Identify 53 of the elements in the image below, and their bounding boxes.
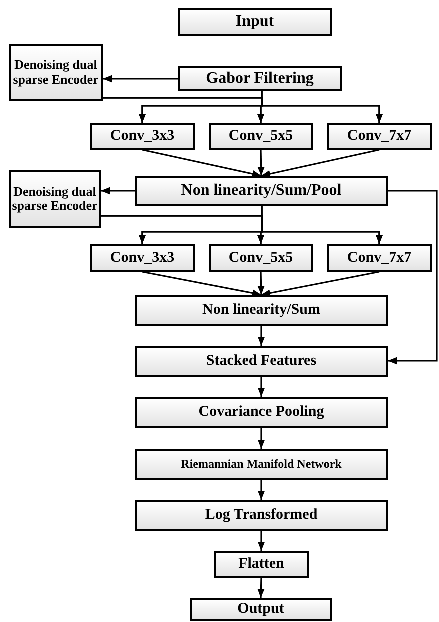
process-box — [209, 244, 313, 272]
box-label: Output — [238, 601, 284, 618]
box-label: Non linearity/Sum/Pool — [181, 182, 342, 200]
process-box — [214, 551, 309, 578]
arrow — [258, 150, 265, 176]
box-label: Denoising dual sparse Encoder — [12, 58, 100, 87]
arrow — [258, 480, 266, 500]
arrow — [142, 149, 262, 178]
process-box — [135, 176, 388, 206]
box-label: Conv_5x5 — [228, 250, 294, 266]
arrow — [258, 272, 265, 296]
box-label: Conv_5x5 — [228, 128, 294, 145]
arrow — [258, 326, 266, 346]
arrow — [101, 215, 384, 244]
box-label: Conv_3x3 — [110, 128, 175, 145]
arrow — [258, 428, 266, 449]
process-box — [135, 449, 388, 480]
box-label: Conv_7x7 — [347, 128, 412, 145]
process-box — [327, 123, 432, 150]
arrow — [388, 190, 438, 365]
process-box — [90, 244, 195, 272]
box-label: Conv_3x3 — [110, 250, 175, 266]
process-box — [135, 500, 388, 531]
arrow — [258, 578, 265, 598]
process-box — [327, 244, 432, 272]
process-box — [190, 598, 332, 621]
arrow — [258, 531, 266, 551]
box-label: Log Transformed — [205, 507, 318, 524]
arrow — [103, 75, 178, 83]
box-label: Riemannian Manifold Network — [181, 458, 342, 472]
process-box — [209, 123, 313, 150]
process-box — [178, 8, 332, 36]
process-box — [90, 123, 195, 150]
box-label: Input — [236, 13, 274, 31]
box-label: Conv_7x7 — [347, 250, 412, 266]
process-box — [9, 44, 103, 101]
box-label: Flatten — [238, 556, 284, 573]
process-box — [178, 66, 342, 91]
box-label: Stacked Features — [206, 353, 317, 370]
process-box — [135, 346, 388, 377]
arrow — [258, 377, 266, 397]
arrow — [261, 271, 380, 297]
process-box — [135, 397, 388, 428]
box-label: Denoising dual sparse Encoder — [11, 184, 99, 214]
process-box — [135, 295, 388, 326]
arrow — [103, 97, 384, 123]
process-box — [9, 170, 101, 228]
box-label: Gabor Filtering — [206, 70, 314, 88]
arrow — [142, 271, 262, 297]
arrow — [101, 187, 135, 195]
box-label: Non linearity/Sum — [202, 302, 320, 319]
arrow — [261, 149, 380, 178]
box-label: Covariance Pooling — [198, 404, 324, 421]
